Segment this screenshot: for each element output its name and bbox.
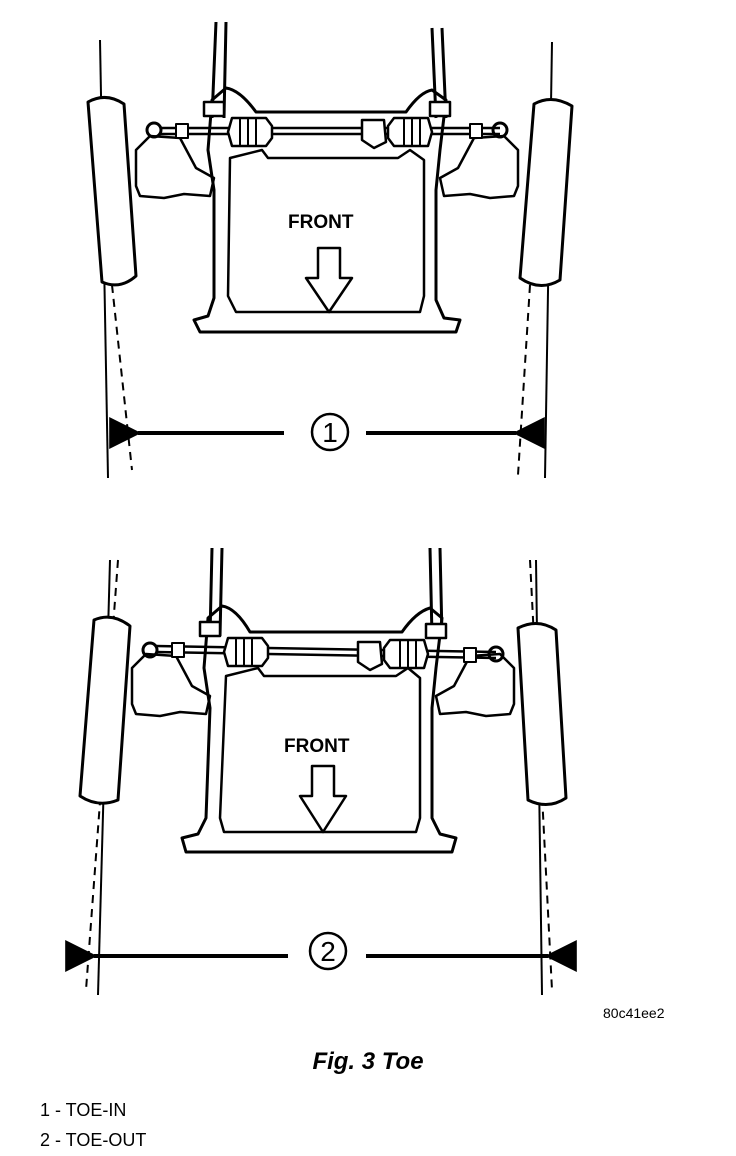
legend: 1 - TOE-IN 2 - TOE-OUT bbox=[40, 1095, 146, 1155]
front-arrow bbox=[304, 246, 354, 314]
crossmember bbox=[192, 86, 462, 334]
left-rack-mount bbox=[198, 620, 222, 638]
steering-rack bbox=[155, 644, 497, 660]
toe-out-diagram bbox=[65, 547, 577, 996]
crossmember-inner bbox=[226, 148, 426, 314]
left-tie-rod-end bbox=[141, 641, 159, 659]
crossmember bbox=[180, 604, 458, 854]
right-tie-rod-end bbox=[491, 121, 509, 139]
left-tie-rod-adjuster bbox=[171, 642, 185, 658]
right-rack-mount bbox=[424, 622, 448, 640]
left-rack-boot bbox=[226, 116, 274, 148]
right-wheel bbox=[518, 98, 574, 287]
right-rack-boot bbox=[386, 116, 434, 148]
left-rack-boot bbox=[222, 636, 270, 668]
left-boot-ribs bbox=[235, 638, 253, 666]
figure-code: 80c41ee2 bbox=[603, 1005, 665, 1021]
front-arrow bbox=[298, 764, 348, 834]
callout-1-circle bbox=[310, 412, 350, 452]
steering-gear-housing bbox=[356, 640, 384, 672]
legend-item-toe-out: 2 - TOE-OUT bbox=[40, 1130, 147, 1150]
legend-item-toe-in: 1 - TOE-IN bbox=[40, 1100, 127, 1120]
left-knuckle bbox=[134, 134, 216, 200]
figure-caption: Fig. 3 Toe bbox=[312, 1048, 424, 1075]
left-boot-ribs bbox=[239, 118, 257, 146]
crossmember-inner bbox=[218, 666, 422, 834]
callout-2-number: 2 bbox=[320, 936, 336, 967]
steering-rack bbox=[160, 126, 500, 136]
toe-in-diagram bbox=[86, 21, 574, 479]
right-wheel bbox=[516, 622, 568, 806]
right-boot-ribs bbox=[399, 640, 417, 668]
front-label: FRONT bbox=[284, 736, 350, 757]
right-tie-rod-adjuster bbox=[469, 123, 483, 139]
steering-gear-housing bbox=[360, 118, 388, 150]
right-knuckle bbox=[434, 652, 516, 718]
left-rack-mount bbox=[202, 100, 226, 118]
front-label: FRONT bbox=[288, 212, 354, 233]
right-tie-rod-end bbox=[487, 645, 505, 663]
right-boot-ribs bbox=[403, 118, 421, 146]
left-wheel bbox=[78, 615, 132, 805]
right-tie-rod-adjuster bbox=[463, 647, 477, 663]
left-wheel bbox=[86, 96, 138, 287]
right-knuckle bbox=[438, 134, 520, 200]
left-wheel-projected-line bbox=[111, 284, 133, 471]
callout-2-circle bbox=[308, 931, 348, 971]
callout-1-number: 1 bbox=[322, 417, 338, 448]
right-rack-boot bbox=[382, 638, 430, 670]
right-wheel-projected-line bbox=[517, 284, 531, 476]
left-tie-rod-adjuster bbox=[175, 123, 189, 139]
left-knuckle bbox=[130, 652, 212, 718]
right-rack-mount bbox=[428, 100, 452, 118]
left-tie-rod-end bbox=[145, 121, 163, 139]
